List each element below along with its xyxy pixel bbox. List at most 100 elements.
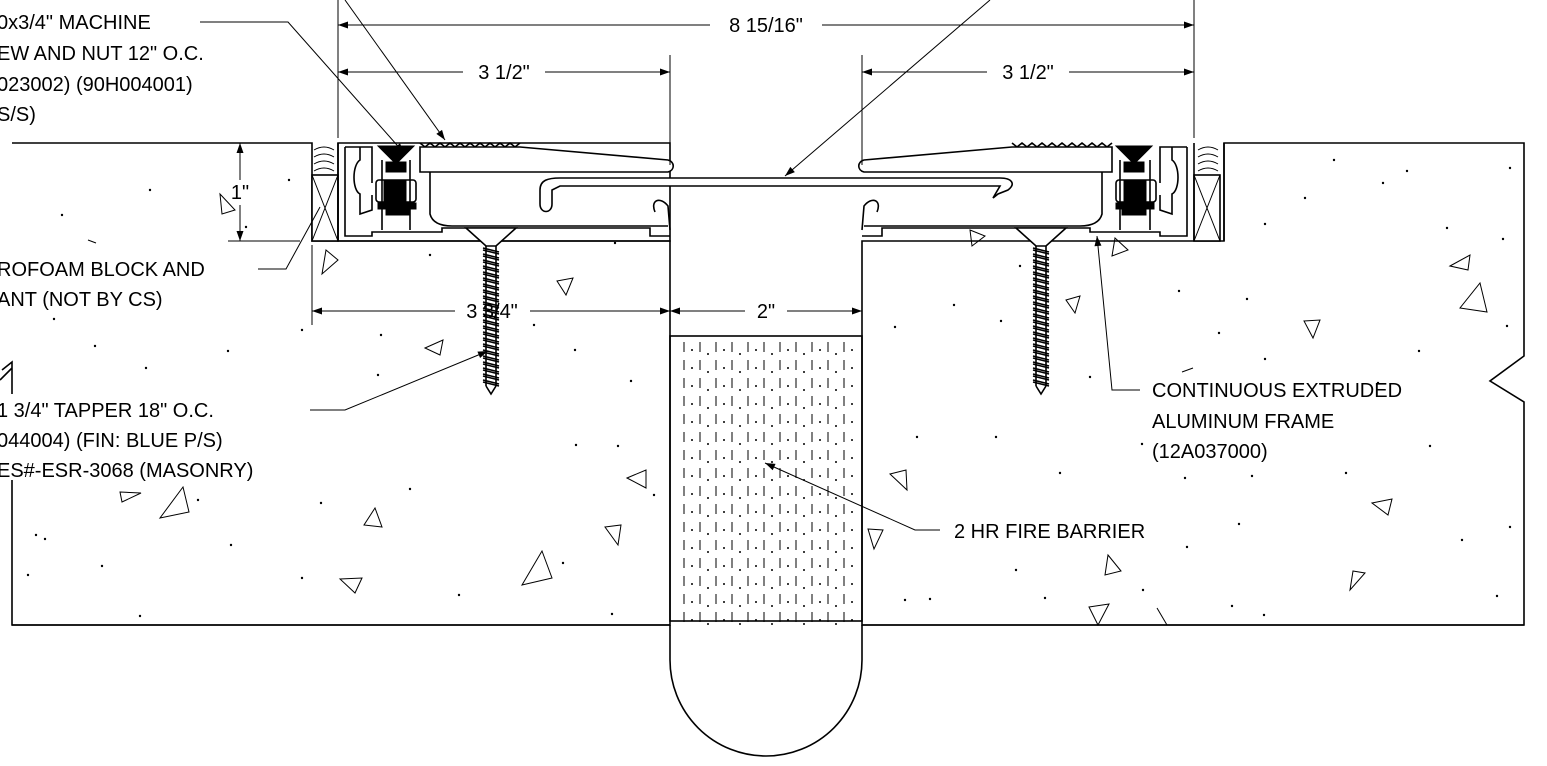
fire-barrier-hatch-dot [835,389,837,391]
dim-left-frame-text: 3 1/2" [478,62,530,84]
fire-barrier-hatch-dot [707,461,709,463]
fire-barrier-hatch-dot [723,421,725,423]
fire-barrier-hatch-dot [787,457,789,459]
fire-barrier-hatch-dot [803,353,805,355]
fire-barrier-hatch-dot [739,569,741,571]
fire-barrier-hatch-dot [835,551,837,553]
fire-barrier-hatch-dot [851,439,853,441]
fire-barrier-hatch-dot [691,583,693,585]
fire-barrier-hatch-dot [771,425,773,427]
fire-barrier-hatch-dot [739,533,741,535]
dimension-frame-height: 1" [228,142,300,242]
fire-barrier-hatch-dot [787,583,789,585]
fire-barrier-hatch-dot [835,425,837,427]
fire-barrier-hatch-dot [771,407,773,409]
fire-barrier-hatch-dot [787,349,789,351]
leader-lines [200,0,1140,531]
backer-bulb [669,625,863,757]
fire-barrier-hatch-dot [755,547,757,549]
fire-barrier-hatch-dot [771,569,773,571]
fire-barrier-hatch-dot [691,529,693,531]
fire-barrier-hatch-dot [723,601,725,603]
fire-barrier-hatch-dot [819,511,821,513]
fire-barrier-hatch-dot [771,461,773,463]
callout-frame-line-1: CONTINUOUS EXTRUDED [1152,380,1402,402]
fire-barrier-hatch-dot [707,569,709,571]
fire-barrier-hatch-dot [723,367,725,369]
callout-fire-barrier: 2 HR FIRE BARRIER [954,521,1145,543]
callout-styrofoam-line-1: ROFOAM BLOCK AND [0,259,205,281]
fire-barrier-hatch-dot [691,601,693,603]
fire-barrier-hatch-dot [803,425,805,427]
fire-barrier-hatch-dot [851,421,853,423]
fire-barrier-hatch-dot [851,457,853,459]
fire-barrier-hatch-dot [835,497,837,499]
fire-barrier-hatch-dot [739,443,741,445]
fire-barrier-hatch-dot [723,385,725,387]
fire-barrier-hatch-dot [707,443,709,445]
fire-barrier-hatch-dot [691,493,693,495]
fire-barrier-hatch-dot [771,623,773,625]
fire-barrier-hatch-dot [739,389,741,391]
fire-barrier-hatch-dot [739,353,741,355]
fire-barrier-hatch-dot [723,619,725,621]
fire-barrier-hatch-dot [755,421,757,423]
fire-barrier-hatch-dot [707,479,709,481]
fire-barrier-hatch-dot [723,511,725,513]
fire-barrier-hatch-dot [803,461,805,463]
fire-barrier-hatch-dot [787,493,789,495]
right-frame-assembly [857,141,1221,396]
callout-tapper-line-1: 1 3/4" TAPPER 18" O.C. [0,400,214,422]
fire-barrier-hatch-dot [835,479,837,481]
callout-machine-screw-line-4: S/S) [0,104,36,126]
fire-barrier-hatch-dot [739,587,741,589]
callout-aluminum-frame: CONTINUOUS EXTRUDED ALUMINUM FRAME (12A0… [1152,380,1402,463]
fire-barrier-hatch-dot [771,587,773,589]
fire-barrier-hatch-dot [771,497,773,499]
concrete-dot-texture [26,158,1512,618]
fire-barrier-hatch-dot [739,425,741,427]
fire-barrier-hatch-dot [835,623,837,625]
fire-barrier-hatch-dot [803,569,805,571]
fire-barrier-hatch-dot [691,421,693,423]
fire-barrier-hatch-dot [851,349,853,351]
fire-barrier-hatch-dot [691,385,693,387]
fire-barrier-hatch-dot [739,461,741,463]
fire-barrier-hatch-dot [723,457,725,459]
fire-barrier-hatch-dot [819,565,821,567]
fire-barrier-hatch-dot [739,497,741,499]
fire-barrier-hatch-dot [739,605,741,607]
dim-anchor-setback-text: 3 3/4" [466,301,518,323]
fire-barrier-hatch-dot [707,587,709,589]
fire-barrier-hatch-dot [835,353,837,355]
fire-barrier-hatch-dot [755,619,757,621]
fire-barrier-hatch-dot [819,529,821,531]
fire-barrier-hatch-dot [787,385,789,387]
fire-barrier-hatch-dot [739,371,741,373]
fire-barrier-hatch-dot [787,547,789,549]
fire-barrier-hatch-dot [723,439,725,441]
fire-barrier-hatch-dot [819,421,821,423]
concrete-aggregate-texture [87,192,1488,627]
fire-barrier-hatch-dot [851,403,853,405]
fire-barrier-hatch-dot [755,511,757,513]
dimension-overall-width: 8 15/16" [337,0,1195,138]
fire-barrier-hatch-dot [739,479,741,481]
callout-machine-screw-line-3: 023002) (90H004001) [0,74,193,96]
fire-barrier-hatch-dot [835,533,837,535]
fire-barrier-hatch-dot [771,353,773,355]
callout-fire-barrier-text: 2 HR FIRE BARRIER [954,521,1145,543]
fire-barrier-hatch-dot [851,511,853,513]
fire-barrier-hatch-dot [723,583,725,585]
fire-barrier-hatch-dot [755,583,757,585]
fire-barrier-hatch-dot [691,565,693,567]
fire-barrier-hatch-dot [723,547,725,549]
fire-barrier-hatch-dot [739,623,741,625]
fire-barrier-hatch-dot [835,605,837,607]
dim-joint-width-text: 2" [757,301,775,323]
fire-barrier-hatch-dot [819,493,821,495]
fire-barrier-hatch-dot [835,461,837,463]
fire-barrier-hatch-dot [803,587,805,589]
callout-tapper: 1 3/4" TAPPER 18" O.C. 044004) (FIN: BLU… [0,394,310,482]
fire-barrier-hatch-dot [851,493,853,495]
